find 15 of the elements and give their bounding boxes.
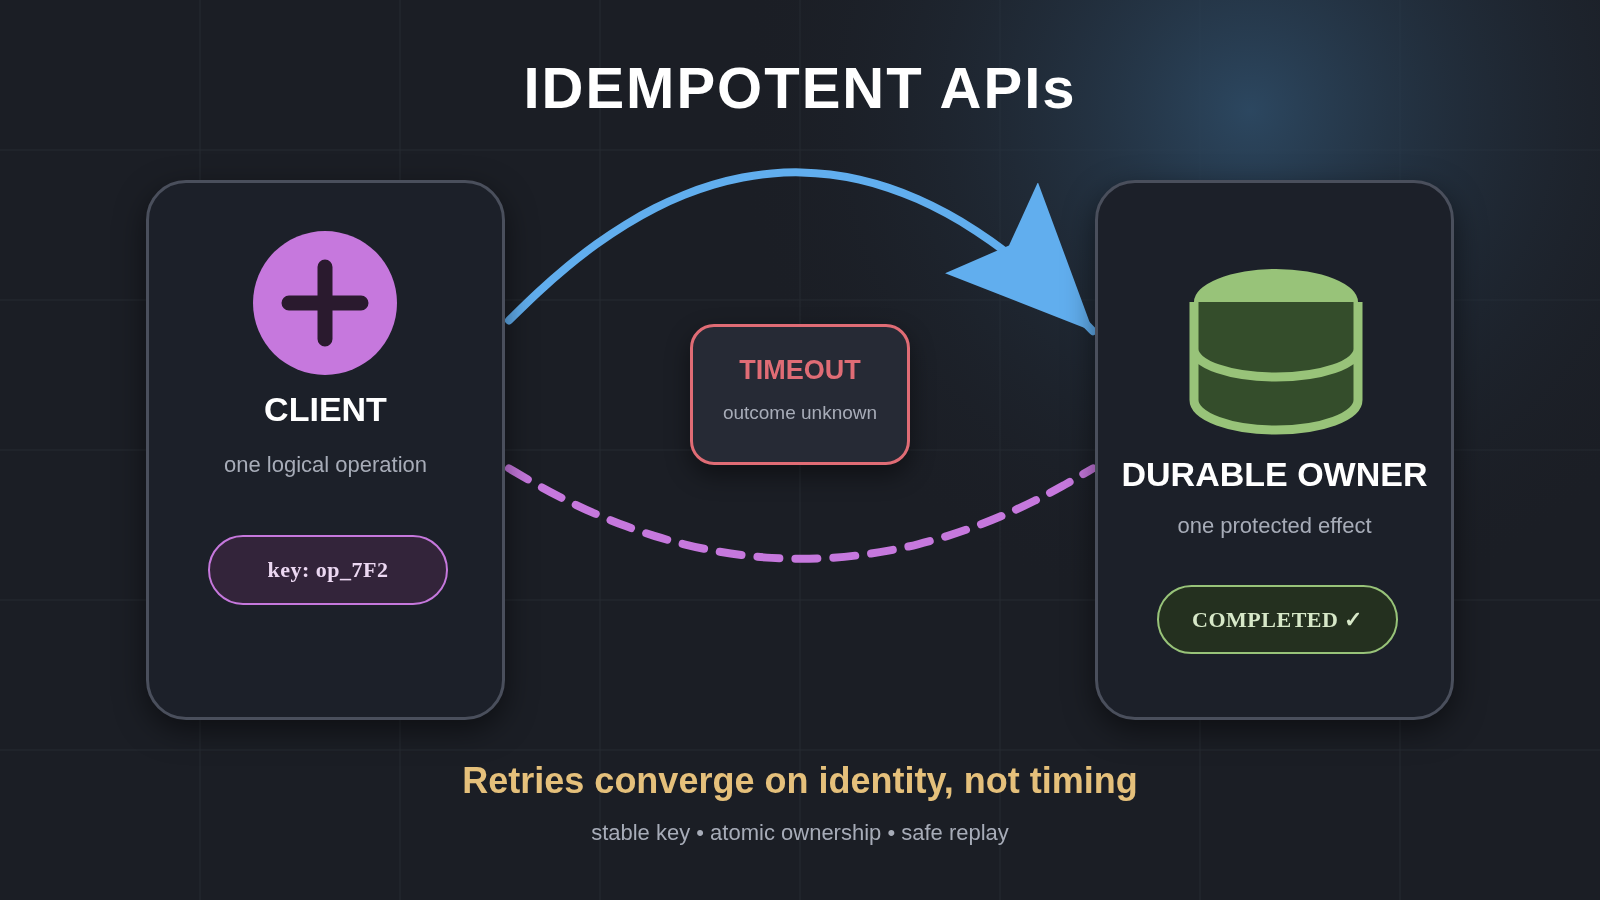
card-subtitle: one logical operation: [222, 452, 428, 478]
footer-note: stable key • atomic ownership • safe replay: [590, 820, 1010, 846]
owner-card: [1095, 180, 1454, 720]
box-heading: TIMEOUT: [738, 355, 862, 386]
key-badge: key: op_7F2: [208, 535, 448, 605]
timeout-box: [690, 324, 910, 465]
arrow: [505, 168, 1097, 336]
status-badge: COMPLETED ✓: [1157, 585, 1398, 654]
box-subtitle: outcome unknown: [721, 402, 879, 424]
card-subtitle: one protected effect: [1176, 513, 1373, 539]
client-card: [146, 180, 505, 720]
card-heading: DURABLE OWNER: [1120, 455, 1429, 494]
title: IDEMPOTENT APIs: [522, 54, 1078, 121]
tagline: Retries converge on identity, not timing: [461, 760, 1139, 802]
card-heading: CLIENT: [263, 390, 388, 429]
